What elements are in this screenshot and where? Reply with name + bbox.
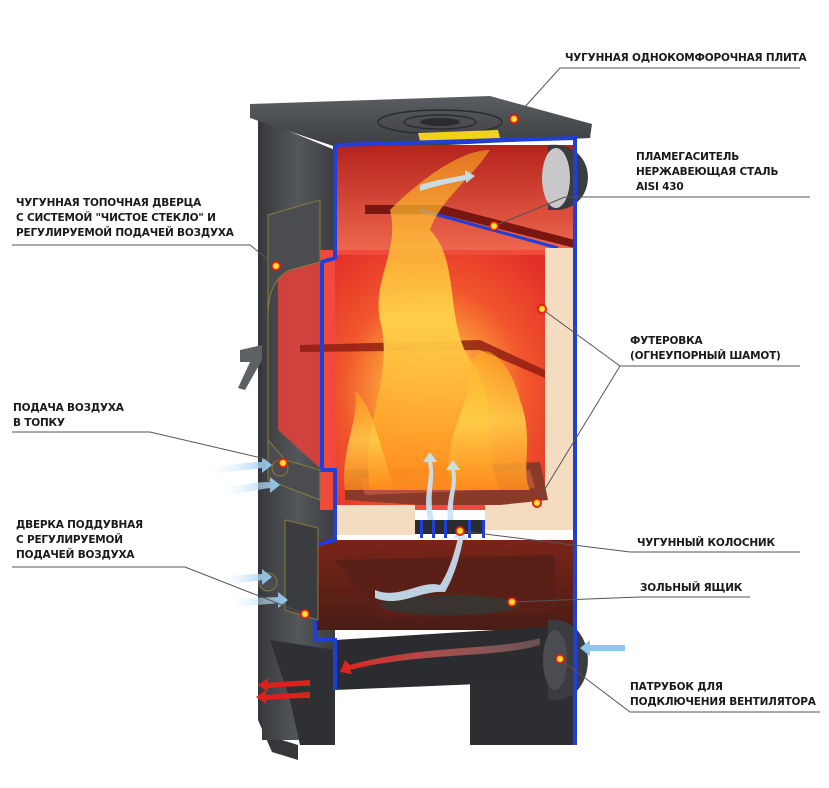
burner-center	[420, 118, 460, 126]
stove-base	[270, 640, 335, 745]
label-line: ЧУГУННАЯ ОДНОКОМФОРОЧНАЯ ПЛИТА	[565, 52, 807, 64]
air-arrow-upper-1	[205, 457, 272, 475]
leader-lining-2	[536, 365, 621, 503]
marker-firebox-door	[271, 261, 281, 271]
label-line: НЕРЖАВЕЮЩАЯ СТАЛЬ	[636, 166, 779, 178]
marker-lining-lower	[532, 498, 542, 508]
baffle-cut-edge	[419, 208, 559, 250]
label-line: ПОДАЧА ВОЗДУХА	[13, 402, 124, 414]
air-arrow-flame	[420, 170, 475, 191]
air-channel	[335, 625, 575, 690]
label-ash-box: ЗОЛЬНЫЙ ЯЩИК	[640, 581, 742, 596]
leader-air-supply	[12, 431, 284, 464]
label-fan-pipe: ПАТРУБОК ДЛЯ ПОДКЛЮЧЕНИЯ ВЕНТИЛЯТОРА	[630, 680, 816, 710]
air-arrow-fan	[580, 640, 625, 656]
leader-ash-door	[12, 566, 306, 615]
leader-baffle	[493, 196, 810, 227]
label-line: ПАТРУБОК ДЛЯ	[630, 681, 723, 693]
leader-fan-pipe	[559, 658, 820, 713]
label-line: ФУТЕРОВКА	[630, 335, 703, 347]
label-line: РЕГУЛИРУЕМОЙ ПОДАЧЕЙ ВОЗДУХА	[16, 227, 234, 239]
marker-cooktop	[509, 114, 519, 124]
label-line: AISI 430	[636, 181, 684, 193]
grate	[415, 520, 485, 538]
air-arrow-lower-1	[215, 569, 272, 585]
label-line: ПЛАМЕГАСИТЕЛЬ	[636, 151, 740, 163]
lining-back	[545, 248, 573, 500]
marker-ash-door	[300, 609, 310, 619]
hot-arrow-1	[340, 638, 540, 674]
burner-ring-inner	[403, 114, 477, 130]
label-line: С СИСТЕМОЙ "ЧИСТОЕ СТЕКЛО" И	[16, 212, 216, 224]
lining-floor-left	[335, 505, 415, 535]
leader-firebox-door	[12, 244, 277, 267]
label-line: ДВЕРКА ПОДДУВНАЯ	[16, 519, 143, 531]
flame-left	[344, 390, 395, 490]
marker-fan-pipe	[555, 654, 565, 664]
ash-door	[284, 519, 319, 621]
airflow-arrows	[205, 170, 625, 704]
firebox-crossbar	[300, 340, 545, 378]
label-cooktop: ЧУГУННАЯ ОДНОКОМФОРОЧНАЯ ПЛИТА	[565, 51, 807, 66]
cut-edge-outline	[313, 135, 577, 745]
door-glass	[278, 258, 322, 470]
flame-right	[447, 351, 530, 490]
label-line: С РЕГУЛИРУЕМОЙ	[16, 534, 123, 546]
label-line: ЧУГУННЫЙ КОЛОСНИК	[637, 537, 775, 549]
label-grate: ЧУГУННЫЙ КОЛОСНИК	[637, 536, 775, 551]
leader-ash-box	[511, 596, 750, 603]
flame-baffle	[365, 205, 575, 248]
hot-arrow-3	[256, 690, 310, 704]
marker-air-supply	[278, 458, 288, 468]
marker-baffle	[489, 221, 499, 231]
air-arrow-lower-2	[222, 592, 288, 608]
label-ash-door: ДВЕРКА ПОДДУВНАЯ С РЕГУЛИРУЕМОЙ ПОДАЧЕЙ …	[16, 518, 143, 563]
air-arrow-ash	[375, 528, 468, 602]
ash-pile	[380, 595, 520, 615]
hot-arrow-2	[258, 678, 310, 692]
marker-ash-box	[507, 597, 517, 607]
marker-grate	[455, 526, 465, 536]
label-air-supply: ПОДАЧА ВОЗДУХА В ТОПКУ	[13, 401, 124, 431]
leader-grate	[459, 530, 800, 553]
label-line: ПОДАЧЕЙ ВОЗДУХА	[16, 549, 135, 561]
air-arrow-firebox-1	[423, 452, 437, 520]
callout-markers	[271, 114, 565, 664]
door-handle	[238, 345, 262, 390]
fan-pipe-opening	[543, 630, 567, 690]
leader-lines	[12, 67, 820, 713]
label-line: В ТОПКУ	[13, 417, 65, 429]
air-arrow-upper-2	[215, 477, 280, 497]
burner-yellow-insert	[418, 130, 500, 141]
label-line: ЗОЛЬНЫЙ ЯЩИК	[640, 582, 743, 594]
firebox-door	[267, 199, 321, 501]
label-baffle: ПЛАМЕГАСИТЕЛЬ НЕРЖАВЕЮЩАЯ СТАЛЬ AISI 430	[636, 150, 778, 195]
label-firebox-door: ЧУГУННАЯ ТОПОЧНАЯ ДВЕРЦА С СИСТЕМОЙ "ЧИС…	[16, 196, 234, 241]
label-line: (ОГНЕУПОРНЫЙ ШАМОТ)	[630, 350, 781, 362]
leader-cooktop	[513, 67, 800, 120]
label-lining: ФУТЕРОВКА (ОГНЕУПОРНЫЙ ШАМОТ)	[630, 334, 781, 364]
marker-lining-upper	[537, 304, 547, 314]
air-arrow-firebox-2	[446, 460, 460, 520]
label-line: ПОДКЛЮЧЕНИЯ ВЕНТИЛЯТОРА	[630, 696, 816, 708]
label-line: ЧУГУННАЯ ТОПОЧНАЯ ДВЕРЦА	[16, 197, 202, 209]
flue-pipe-opening	[542, 148, 570, 208]
